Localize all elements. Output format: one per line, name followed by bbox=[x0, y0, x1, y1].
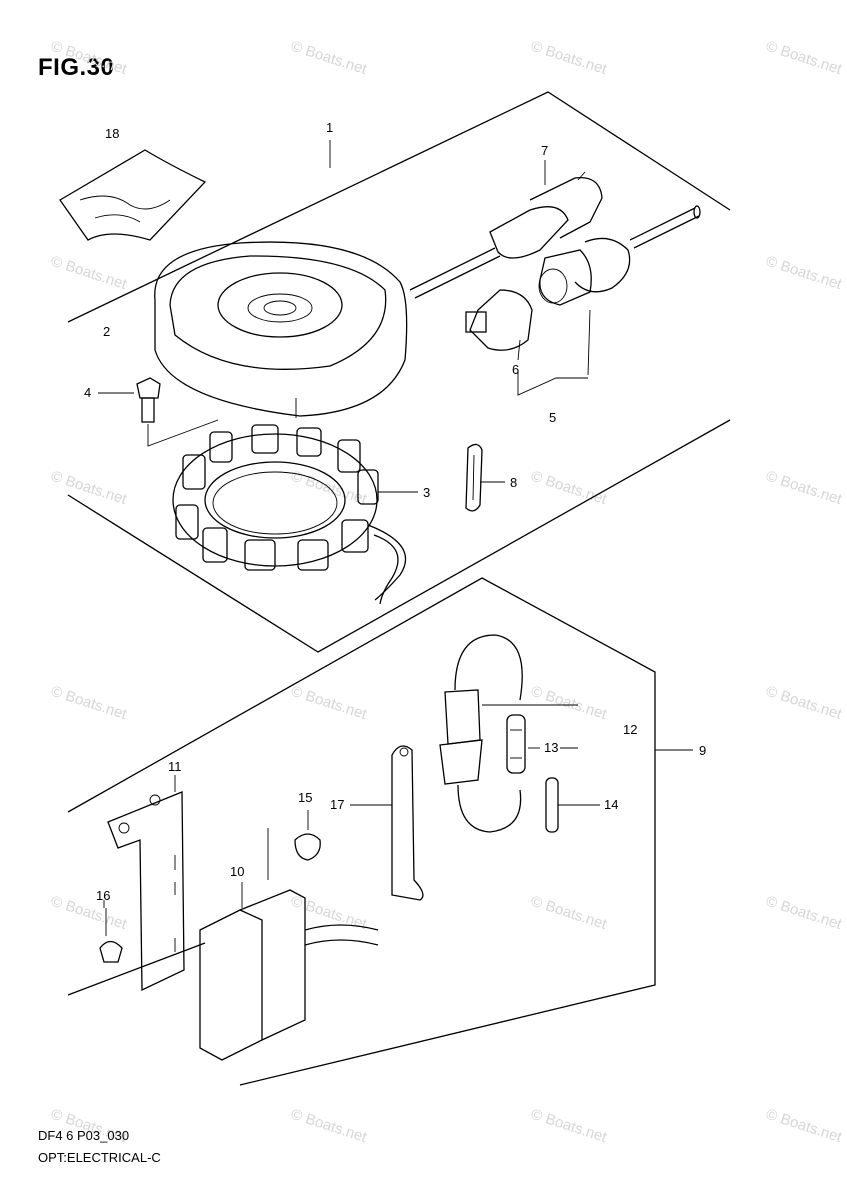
connector-5-drawing bbox=[465, 205, 701, 396]
watermark: © Boats.net bbox=[529, 893, 610, 934]
callout-14: 14 bbox=[604, 797, 618, 812]
watermark: © Boats.net bbox=[49, 683, 130, 724]
bolt-drawing bbox=[136, 377, 219, 447]
upper-panel-outline bbox=[67, 91, 731, 653]
callout-13: 13 bbox=[544, 740, 558, 755]
clip-8-drawing bbox=[465, 443, 483, 512]
callouts: 1 2 3 4 5 6 7 8 9 10 11 12 13 14 15 16 1… bbox=[84, 120, 706, 903]
callout-5: 5 bbox=[549, 410, 556, 425]
watermark: © Boats.net bbox=[764, 683, 845, 724]
callout-18: 18 bbox=[105, 126, 119, 141]
watermark: © Boats.net bbox=[529, 683, 610, 724]
callout-1: 1 bbox=[326, 120, 333, 135]
callout-8: 8 bbox=[510, 475, 517, 490]
callout-7: 7 bbox=[541, 143, 548, 158]
callout-2: 2 bbox=[103, 324, 110, 339]
lower-panel-outline bbox=[67, 577, 656, 1086]
callout-3: 3 bbox=[423, 485, 430, 500]
watermark: © Boats.net bbox=[289, 1106, 370, 1147]
watermark: © Boats.net bbox=[49, 468, 130, 509]
bracket-drawing bbox=[107, 791, 185, 992]
callout-16: 16 bbox=[96, 888, 110, 903]
grommet-16-drawing bbox=[99, 908, 123, 963]
callout-12: 12 bbox=[623, 722, 637, 737]
watermark: © Boats.net bbox=[289, 38, 370, 79]
callout-4: 4 bbox=[84, 385, 91, 400]
rectifier-drawing bbox=[199, 828, 379, 1061]
diagram-name: OPT:ELECTRICAL-C bbox=[38, 1150, 161, 1165]
callout-9: 9 bbox=[699, 743, 706, 758]
figure-title: FIG.30 bbox=[38, 54, 115, 81]
callout-11: 11 bbox=[168, 759, 182, 774]
tube-14-drawing bbox=[545, 777, 559, 833]
screw-15-drawing bbox=[294, 810, 321, 861]
diagram-code: DF4 6 P03_030 bbox=[38, 1128, 130, 1143]
watermark: © Boats.net bbox=[49, 893, 130, 934]
leader-lines bbox=[98, 140, 693, 908]
flywheel-drawing bbox=[154, 241, 408, 418]
connector-7-drawing bbox=[409, 171, 603, 299]
strap-17-drawing bbox=[391, 745, 424, 901]
grease-packet-drawing bbox=[59, 149, 207, 241]
watermark: © Boats.net bbox=[764, 468, 845, 509]
stator-drawing bbox=[172, 424, 406, 605]
fuse-drawing bbox=[506, 714, 526, 774]
callout-17: 17 bbox=[330, 797, 344, 812]
watermark: © Boats.net bbox=[49, 38, 130, 79]
watermark: © Boats.net bbox=[289, 893, 370, 934]
watermark: © Boats.net bbox=[764, 1106, 845, 1147]
watermark: © Boats.net bbox=[49, 253, 130, 294]
callout-10: 10 bbox=[230, 864, 244, 879]
watermark: © Boats.net bbox=[289, 683, 370, 724]
watermark: © Boats.net bbox=[764, 38, 845, 79]
watermark: © Boats.net bbox=[529, 38, 610, 79]
fuse-holder-drawing bbox=[439, 634, 578, 833]
watermark: © Boats.net bbox=[529, 468, 610, 509]
watermark: © Boats.net bbox=[764, 893, 845, 934]
watermarks: © Boats.net © Boats.net © Boats.net © Bo… bbox=[49, 38, 845, 1147]
watermark: © Boats.net bbox=[764, 253, 845, 294]
callout-6: 6 bbox=[512, 362, 519, 377]
callout-15: 15 bbox=[298, 790, 312, 805]
watermark: © Boats.net bbox=[529, 1106, 610, 1147]
